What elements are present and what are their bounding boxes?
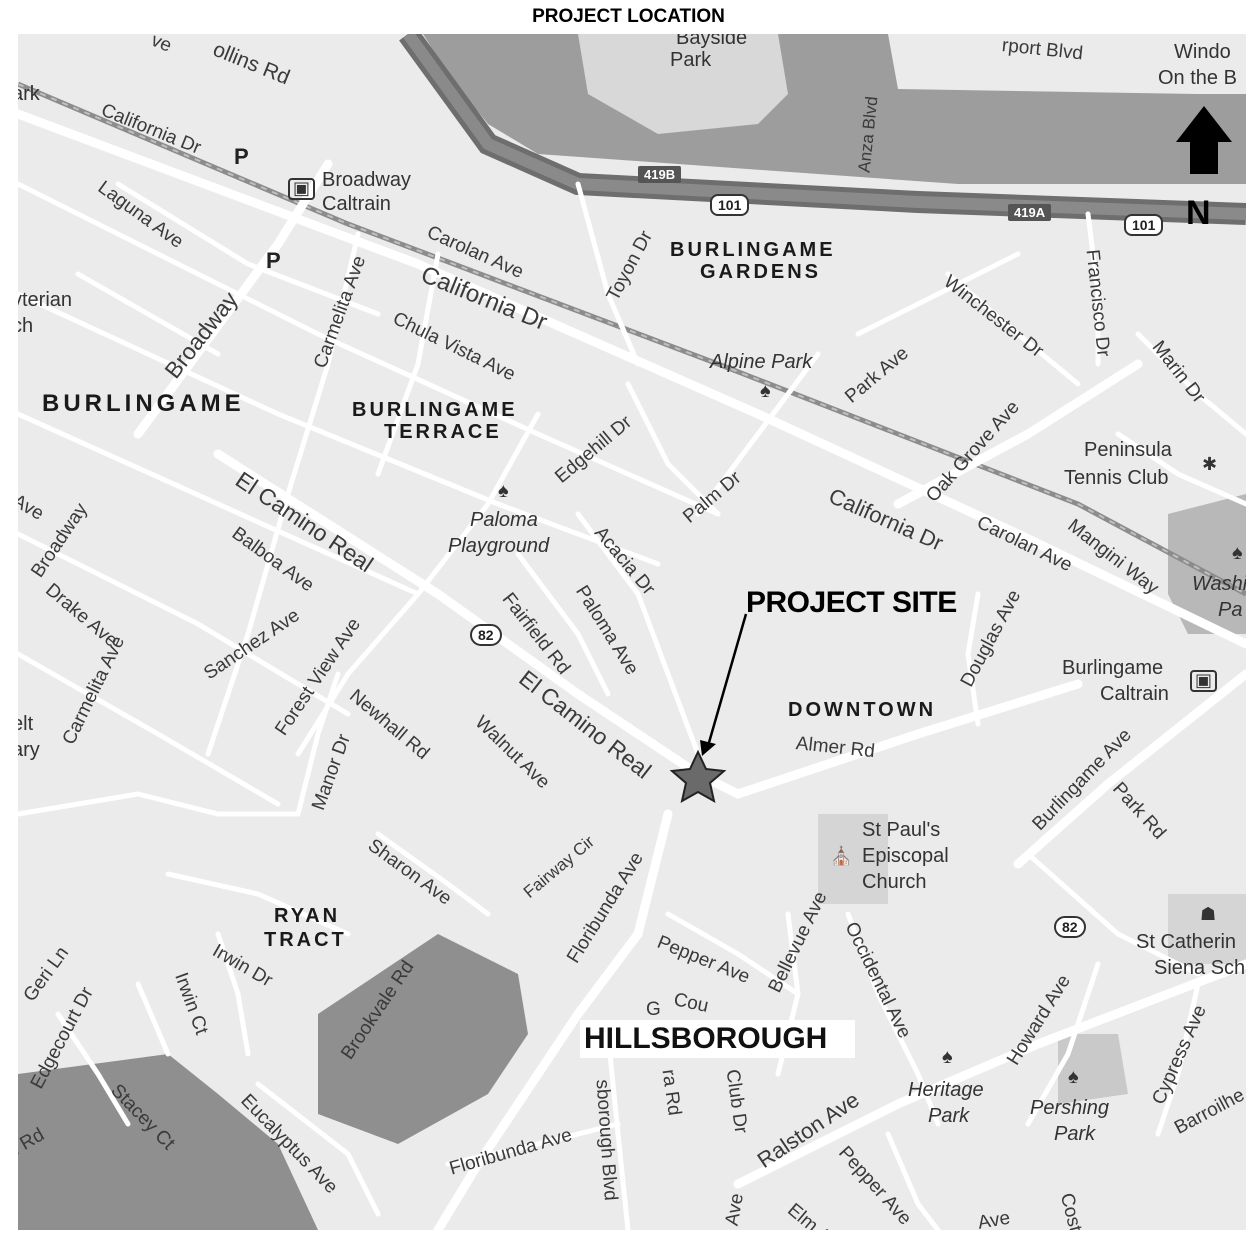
place-pershing-park-2: Park [1054,1123,1096,1145]
place-st-catherine: St Catherin [1136,931,1237,953]
exit-419a: 419A [1008,204,1052,221]
parking-icon: P [266,248,281,273]
place-st-pauls-3: Church [862,871,927,893]
place-peninsula-tennis: Peninsula [1084,439,1172,461]
street-g-fragment: G [646,999,661,1020]
transit-icon: ▣ [288,178,316,200]
place-st-pauls-2: Episcopal [862,845,949,867]
place-heritage-park-2: Park [928,1105,970,1127]
us-101-shield: 101 [710,194,750,216]
place-bayside-park: Bayside [676,34,748,49]
bayside-park-land [578,34,788,134]
church-icon: ⛪ [830,846,853,866]
project-site-label: PROJECT SITE [746,586,957,619]
place-broadway-caltrain: Broadway [322,169,411,191]
map-canvas[interactable]: N PROJECT SITE BURLINGAME BURLINGAME TER… [18,34,1246,1230]
us-101-shield: 101 [1124,214,1164,236]
north-label: N [1186,194,1211,232]
place-library: elt [18,713,34,735]
golf-course-center [318,934,528,1144]
place-presbyterian: yterian [18,289,73,311]
school-icon: ☗ [1200,904,1217,924]
place-alpine-park: Alpine Park [710,351,813,373]
district-burlingame-terrace: BURLINGAME [352,399,518,421]
transit-icon: ▣ [1190,670,1218,692]
place-pershing-park: Pershing [1030,1097,1109,1119]
map-base [18,34,1246,1230]
district-ryan-tract: RYAN [274,905,341,927]
place-bayside-park-2: Park [670,49,712,71]
place-washington-park-2: Pa [1218,599,1243,621]
park-green-right [1168,494,1246,634]
street-ave-bottom-2: Ave [976,1207,1012,1230]
district-burlingame-gardens-2: GARDENS [700,261,822,283]
district-ryan-tract-2: TRACT [264,929,347,951]
road-oak-grove [893,359,1143,509]
place-window-on-bay: Windo [1174,41,1231,63]
north-arrow [1176,106,1232,174]
place-burlingame-caltrain-2: Caltrain [1100,683,1169,705]
district-burlingame: BURLINGAME [42,390,245,417]
bay-land [888,34,1246,94]
road-california-dr [18,109,1246,649]
place-paloma-playground: Paloma [470,509,538,531]
place-peninsula-tennis-2: Tennis Club [1064,467,1169,489]
place-broadway-caltrain-2: Caltrain [322,193,391,215]
district-burlingame-terrace-2: TERRACE [384,421,502,443]
park-tree-icon: ♠ [942,1046,953,1068]
project-site-arrow [706,613,748,747]
place-washington-park: Washi [1192,573,1246,595]
project-site-star [669,749,727,803]
map-title: PROJECT LOCATION [532,6,725,27]
road-floribunda [433,809,673,1230]
place-window-on-bay-2: On the B [1158,67,1237,89]
road-burlingame-ave [1013,669,1246,869]
golf-course-left [18,1054,318,1230]
place-presbyterian-2: ch [18,315,34,337]
place-st-pauls: St Paul's [862,819,941,841]
place-heritage-park: Heritage [908,1079,984,1101]
sr-82-shield: 82 [1054,916,1086,938]
place-park-fragment: ark [18,83,40,105]
place-burlingame-caltrain: Burlingame [1062,657,1164,679]
district-burlingame-gardens: BURLINGAME [670,239,836,261]
sr-82-shield: 82 [470,624,502,646]
exit-419b: 419B [638,166,682,183]
tennis-icon: ✱ [1202,454,1218,474]
place-st-catherine-2: Siena Sch [1154,957,1246,979]
park-tree-icon: ♠ [498,480,509,502]
park-tree-icon: ♠ [760,380,771,402]
park-tree-icon: ♠ [1232,542,1243,564]
place-library-2: ary [18,739,40,761]
parking-icon: P [234,144,249,169]
district-hillsborough: HILLSBOROUGH [580,1020,856,1058]
road-ralston [733,959,1246,1189]
district-downtown: DOWNTOWN [788,699,937,721]
road-almer [733,679,1083,799]
place-paloma-playground-2: Playground [448,535,550,557]
park-tree-icon: ♠ [1068,1066,1079,1088]
